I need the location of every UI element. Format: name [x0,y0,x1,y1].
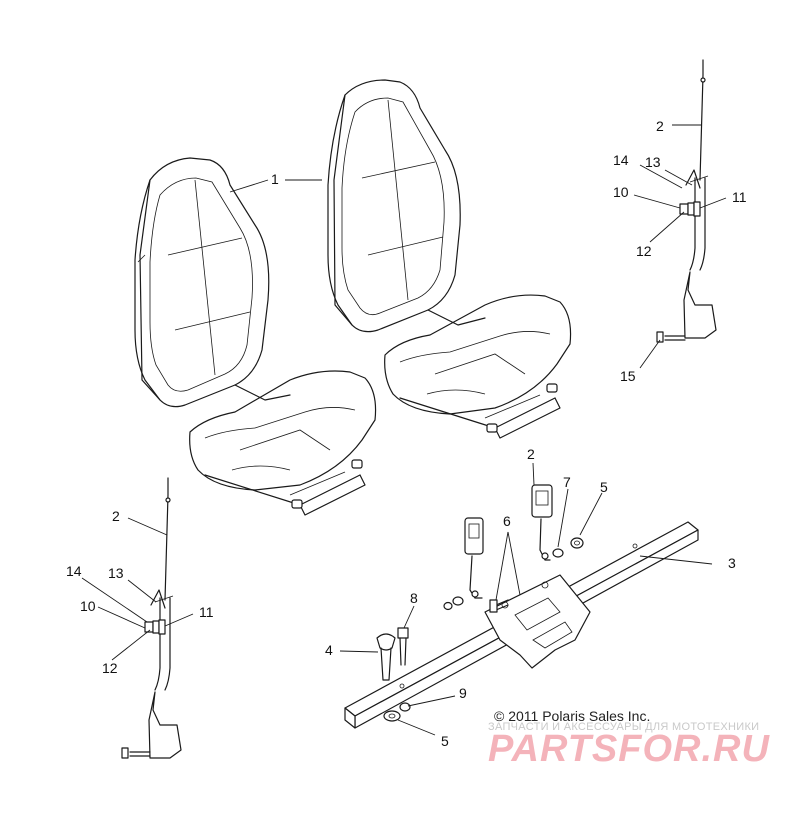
callout-14-bottom: 14 [66,563,82,579]
copyright-notice: © 2011 Polaris Sales Inc. [494,708,651,724]
callout-12-bottom: 12 [102,660,118,676]
callout-2-bottom: 2 [112,508,120,524]
seat-belt-retractor-bottom [121,477,182,759]
leader-lines [81,124,727,736]
seat-belt-retractor-top [656,59,717,343]
callout-15: 15 [620,368,636,384]
callout-9: 9 [459,685,467,701]
callout-10-top: 10 [613,184,629,200]
callout-6: 6 [503,513,511,529]
seat-left [134,157,377,516]
callout-14-top: 14 [613,152,629,168]
callout-5-lower: 5 [441,733,449,749]
buckle-right [531,484,553,561]
callout-2-top: 2 [656,118,664,134]
seat-right [327,79,572,439]
callout-12-top: 12 [636,243,652,259]
mount-bracket [484,574,591,669]
callout-11-top: 11 [732,189,747,205]
callout-10-bottom: 10 [80,598,96,614]
callout-1: 1 [271,171,279,187]
callout-13-top: 13 [645,154,661,170]
hardware [376,537,584,722]
callout-4: 4 [325,642,333,658]
buckle-left [464,517,484,599]
callout-11-bottom: 11 [199,604,214,620]
callout-5-upper: 5 [600,479,608,495]
callout-13-bottom: 13 [108,565,124,581]
watermark-tagline: ЗАПЧАСТИ И АКСЕССУАРЫ ДЛЯ МОТОТЕХНИКИ [488,721,760,733]
callout-numbers: 1 2 14 13 10 11 12 15 2 14 13 10 11 12 2… [66,118,747,749]
callout-2-buckle: 2 [527,446,535,462]
watermark-brand: PARTSFOR.RU [488,728,770,770]
callout-8: 8 [410,590,418,606]
callout-3: 3 [728,555,736,571]
callout-7: 7 [563,474,571,490]
